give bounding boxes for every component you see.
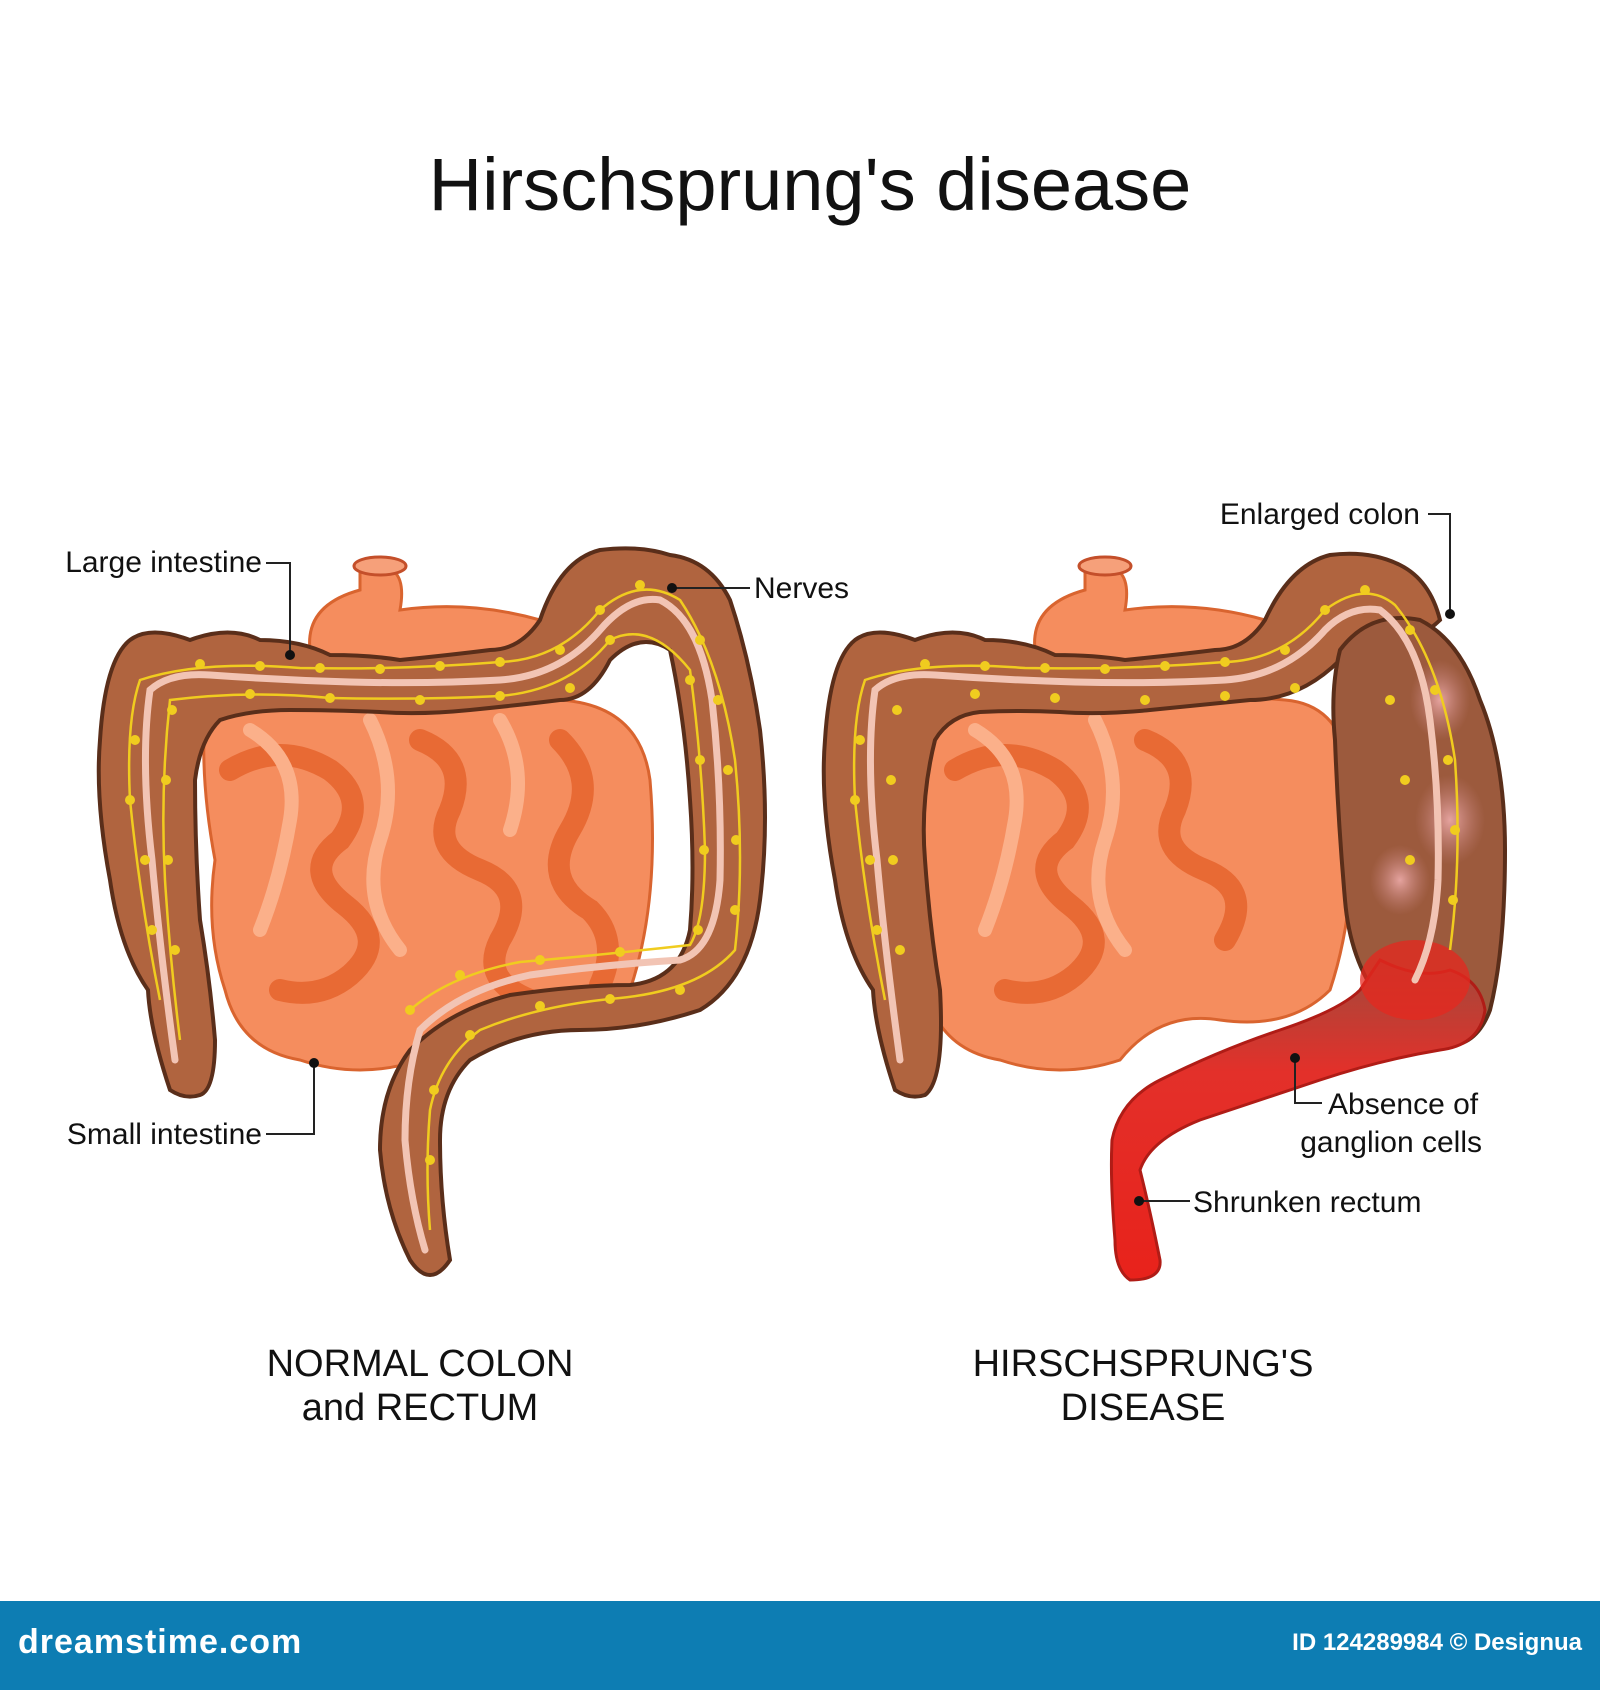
disease-caption-line2: DISEASE [1061, 1387, 1226, 1429]
label-large-intestine-text: Large intestine [65, 546, 262, 579]
label-nerves: Nerves [667, 572, 849, 605]
label-enlarged-colon-text: Enlarged colon [1220, 498, 1420, 531]
disease-caption-line1: HIRSCHSPRUNG'S [973, 1343, 1314, 1385]
small-intestine-shape-disease [908, 693, 1354, 1072]
nerve-dots-disease [850, 585, 1460, 955]
footer-author: © Designua [1449, 1629, 1582, 1656]
shrunken-rectum-shape [1109, 958, 1487, 1282]
nerve-dots [125, 580, 741, 1165]
label-small-intestine: Small intestine [67, 1058, 319, 1151]
disease-colon-illustration: Enlarged colon Absence of ganglion cells… [821, 498, 1508, 1429]
label-shrunken-rectum: Shrunken rectum [1134, 1186, 1421, 1219]
label-shrunken-rectum-text: Shrunken rectum [1193, 1186, 1421, 1219]
normal-caption-line1: NORMAL COLON [267, 1343, 574, 1385]
footer-bar: dreamstime.com ID 124289984 © Designua [0, 1601, 1600, 1690]
large-intestine-shape [96, 546, 767, 1277]
normal-caption-line2: and RECTUM [302, 1387, 539, 1429]
label-enlarged-colon: Enlarged colon [1220, 498, 1455, 619]
footer-brand[interactable]: dreamstime.com [18, 1623, 303, 1661]
label-absence-line1: Absence of [1328, 1088, 1479, 1121]
label-absence-line2: ganglion cells [1300, 1126, 1482, 1159]
normal-colon-illustration: Large intestine Nerves Small intestine N… [65, 546, 849, 1429]
label-nerves-text: Nerves [754, 572, 849, 605]
label-absence-ganglion: Absence of ganglion cells [1290, 1053, 1482, 1159]
label-small-intestine-text: Small intestine [67, 1118, 262, 1151]
footer-image-id: ID 124289984 [1292, 1629, 1443, 1656]
footer-credit: ID 124289984 © Designua [1292, 1629, 1582, 1657]
label-large-intestine: Large intestine [65, 546, 295, 660]
page-title: Hirschsprung's disease [429, 143, 1192, 226]
colon-shape-disease [821, 551, 1443, 1099]
